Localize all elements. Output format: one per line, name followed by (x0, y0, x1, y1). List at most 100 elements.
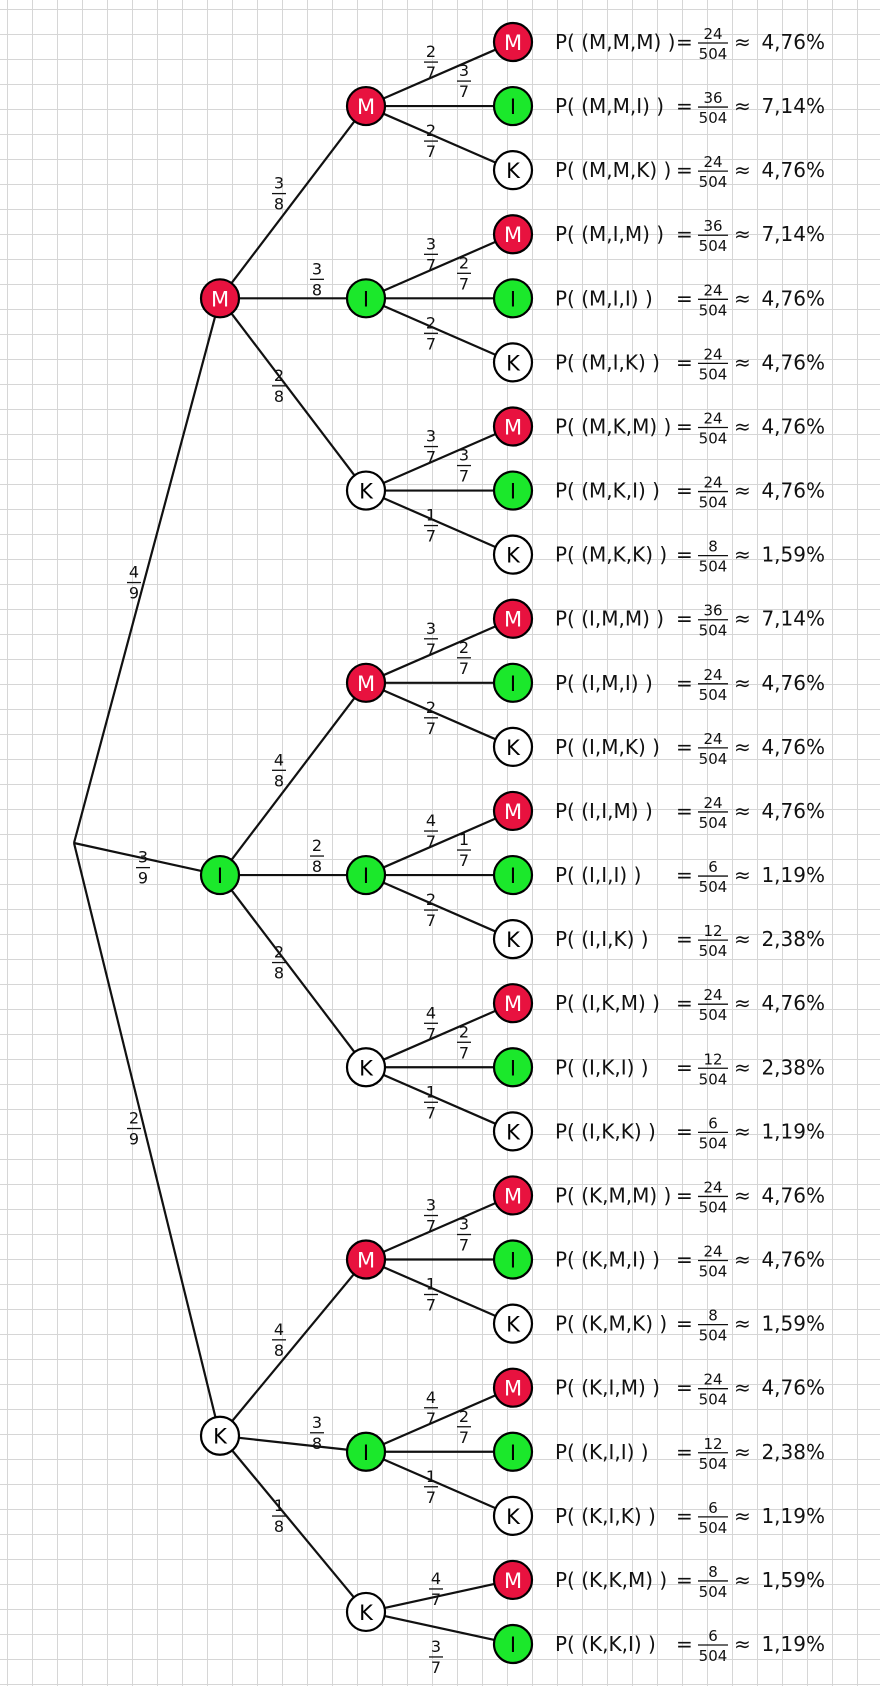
probability-fraction: 17 (457, 830, 471, 870)
node-circle (492, 21, 534, 63)
result-denominator: 504 (699, 1006, 728, 1024)
approx-sign: ≈ (734, 607, 751, 631)
node-label: I (510, 287, 516, 311)
percent-value: 4,76% (761, 158, 825, 182)
event-probability: P( (I,K,K) ) (555, 1119, 656, 1143)
fraction-denominator: 7 (426, 832, 436, 851)
probability-fraction: 17 (424, 1082, 438, 1122)
fraction-numerator: 3 (459, 1215, 469, 1234)
tree-edge (365, 425, 514, 492)
node-label: I (363, 287, 369, 311)
node-label: M (504, 608, 522, 632)
result-denominator: 504 (699, 622, 728, 640)
result-numerator: 24 (703, 474, 722, 492)
node-circle (345, 470, 387, 511)
node-circle (492, 150, 534, 191)
tree-node-K: K (345, 1047, 387, 1088)
tree-node-I: I (345, 854, 387, 896)
fraction-denominator: 7 (426, 448, 436, 467)
fraction-numerator: 2 (274, 943, 284, 962)
result-numerator: 24 (703, 153, 722, 171)
percent-value: 4,76% (761, 1183, 825, 1207)
node-circle (492, 406, 534, 447)
fraction-numerator: 1 (426, 1082, 436, 1101)
fraction-denominator: 7 (426, 142, 436, 161)
tree-edge (219, 1434, 367, 1453)
tree-node-M: M (492, 983, 534, 1024)
result-numerator: 8 (708, 538, 718, 556)
event-probability: P( (I,K,M) ) (555, 991, 660, 1015)
probability-fraction: 27 (457, 1407, 471, 1447)
percent-value: 4,76% (761, 735, 825, 759)
node-circle (199, 1415, 241, 1456)
fraction-denominator: 8 (274, 195, 284, 214)
node-circle (345, 1239, 387, 1280)
probability-fraction: 37 (457, 1215, 471, 1255)
fraction-denominator: 7 (426, 911, 436, 930)
result-numerator: 8 (708, 1307, 718, 1325)
fraction-denominator: 7 (426, 719, 436, 738)
tree-node-M: M (492, 598, 534, 639)
tree-edge (365, 681, 514, 748)
node-circle (345, 1591, 387, 1633)
fraction-denominator: 7 (426, 63, 436, 82)
equals-sign: = (676, 607, 693, 631)
tree-edge (219, 1435, 367, 1613)
approx-sign: ≈ (734, 414, 751, 438)
tree-node-I: I (492, 1047, 534, 1088)
percent-value: 1,19% (761, 863, 825, 887)
tree-edge (365, 489, 514, 556)
tree-node-I: I (492, 1239, 534, 1280)
node-circle (492, 534, 534, 575)
result-numerator: 24 (703, 281, 722, 299)
fraction-denominator: 9 (138, 869, 148, 888)
result-denominator: 504 (699, 494, 728, 512)
tree-edge (365, 1610, 514, 1646)
event-probability: P( (K,I,I) ) (555, 1440, 649, 1464)
result-numerator: 24 (703, 1243, 722, 1261)
approx-sign: ≈ (734, 927, 751, 951)
percent-value: 1,59% (761, 1312, 825, 1336)
node-label: M (504, 31, 522, 55)
tree-node-K: K (345, 1591, 387, 1633)
node-circle (492, 1175, 534, 1216)
fraction-denominator: 8 (274, 1517, 284, 1536)
tree-node-M: M (492, 214, 534, 255)
result-denominator: 504 (699, 301, 728, 319)
probability-fraction: 17 (424, 1467, 438, 1507)
node-circle (492, 1111, 534, 1152)
node-label: M (504, 415, 522, 439)
node-circle (492, 1367, 534, 1408)
node-label: I (363, 864, 369, 888)
result-numerator: 24 (703, 1371, 722, 1389)
equals-sign: = (676, 1568, 693, 1592)
percent-value: 4,76% (761, 30, 825, 54)
percent-value: 4,76% (761, 1376, 825, 1400)
percent-value: 2,38% (761, 1440, 825, 1464)
probability-fraction: 37 (424, 427, 438, 467)
node-label: K (506, 736, 521, 760)
event-probability: P( (I,K,I) ) (555, 1055, 649, 1079)
fraction-denominator: 9 (129, 1130, 139, 1149)
fraction-numerator: 3 (312, 259, 322, 278)
result-numerator: 36 (703, 217, 722, 235)
percent-value: 4,76% (761, 1248, 825, 1272)
fraction-numerator: 4 (431, 1569, 441, 1588)
approx-sign: ≈ (734, 1248, 751, 1272)
percent-value: 4,76% (761, 479, 825, 503)
equals-sign: = (676, 1119, 693, 1143)
fraction-denominator: 8 (274, 1341, 284, 1360)
probability-fraction: 37 (424, 1196, 438, 1236)
tree-edge (219, 682, 367, 876)
tree-edge (365, 1066, 514, 1133)
approx-sign: ≈ (734, 735, 751, 759)
result-denominator: 504 (699, 1327, 728, 1345)
result-numerator: 24 (703, 986, 722, 1004)
probability-fraction: 27 (424, 890, 438, 930)
